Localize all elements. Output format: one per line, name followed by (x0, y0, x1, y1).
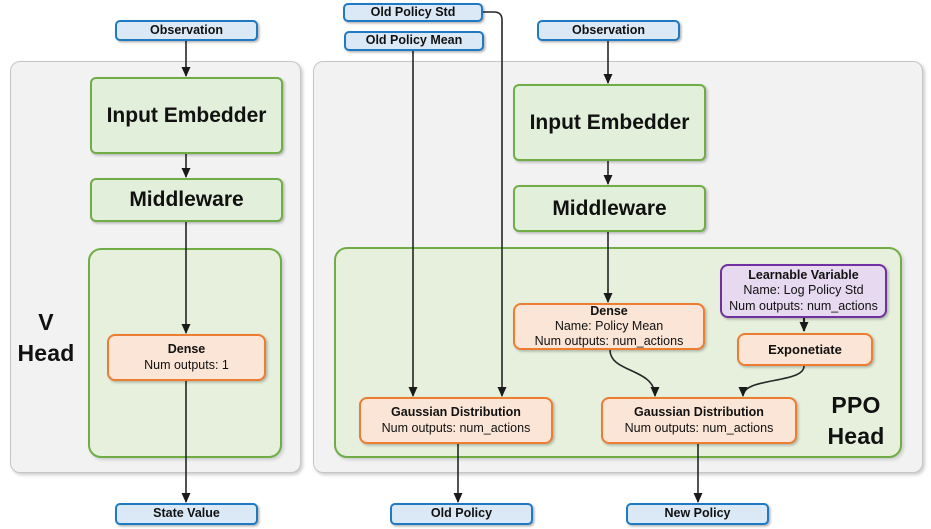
input-embedder-block-left: Input Embedder (90, 77, 283, 154)
dense-block-v: Dense Num outputs: 1 (107, 334, 266, 381)
new-policy-label: New Policy (664, 506, 731, 521)
dense-policy-mean-title: Dense (590, 303, 628, 318)
old-policy-mean-label: Old Policy Mean (365, 33, 463, 48)
exponetiate-block: Exponetiate (737, 333, 873, 366)
gaussian-old-title: Gaussian Distribution (391, 405, 521, 420)
input-embedder-block-right: Input Embedder (513, 84, 706, 161)
old-policy-node: Old Policy (390, 503, 533, 525)
v-head-label-line1: V (38, 309, 54, 335)
observation-label-left: Observation (150, 22, 223, 37)
middleware-label-left: Middleware (129, 188, 244, 212)
observation-node-right: Observation (537, 20, 680, 41)
learnable-variable-block: Learnable Variable Name: Log Policy Std … (720, 264, 887, 318)
ppo-head-label-line1: PPO (831, 392, 881, 418)
dense-v-outputs: Num outputs: 1 (144, 357, 229, 372)
input-embedder-label-left: Input Embedder (106, 103, 267, 127)
v-head-label-line2: Head (17, 340, 75, 366)
dense-policy-mean-name: Name: Policy Mean (554, 318, 664, 333)
middleware-label-right: Middleware (552, 196, 667, 220)
gaussian-distribution-old-block: Gaussian Distribution Num outputs: num_a… (359, 397, 553, 444)
middleware-block-right: Middleware (513, 185, 706, 232)
v-head-label: V Head (6, 307, 86, 369)
ppo-head-label-line2: Head (827, 423, 885, 449)
middleware-block-left: Middleware (90, 178, 283, 222)
learnable-variable-title: Learnable Variable (748, 268, 859, 283)
learnable-variable-outputs: Num outputs: num_actions (729, 298, 878, 313)
ppo-head-label: PPO Head (816, 390, 896, 452)
state-value-node: State Value (115, 503, 258, 525)
old-policy-mean-node: Old Policy Mean (344, 31, 484, 51)
old-policy-std-label: Old Policy Std (370, 4, 456, 19)
exponetiate-label: Exponetiate (768, 341, 842, 357)
state-value-label: State Value (153, 506, 220, 521)
input-embedder-label-right: Input Embedder (529, 110, 690, 134)
gaussian-new-title: Gaussian Distribution (634, 405, 764, 420)
dense-policy-mean-outputs: Num outputs: num_actions (534, 334, 684, 349)
dense-v-title: Dense (167, 342, 206, 357)
observation-label-right: Observation (572, 22, 645, 37)
dense-block-policy-mean: Dense Name: Policy Mean Num outputs: num… (513, 303, 705, 350)
new-policy-node: New Policy (626, 503, 769, 525)
gaussian-distribution-new-block: Gaussian Distribution Num outputs: num_a… (601, 397, 797, 444)
old-policy-label: Old Policy (430, 506, 493, 521)
learnable-variable-name: Name: Log Policy Std (743, 283, 864, 298)
gaussian-old-outputs: Num outputs: num_actions (381, 420, 531, 435)
gaussian-new-outputs: Num outputs: num_actions (624, 420, 774, 435)
observation-node-left: Observation (115, 20, 258, 41)
old-policy-std-node: Old Policy Std (343, 3, 483, 22)
